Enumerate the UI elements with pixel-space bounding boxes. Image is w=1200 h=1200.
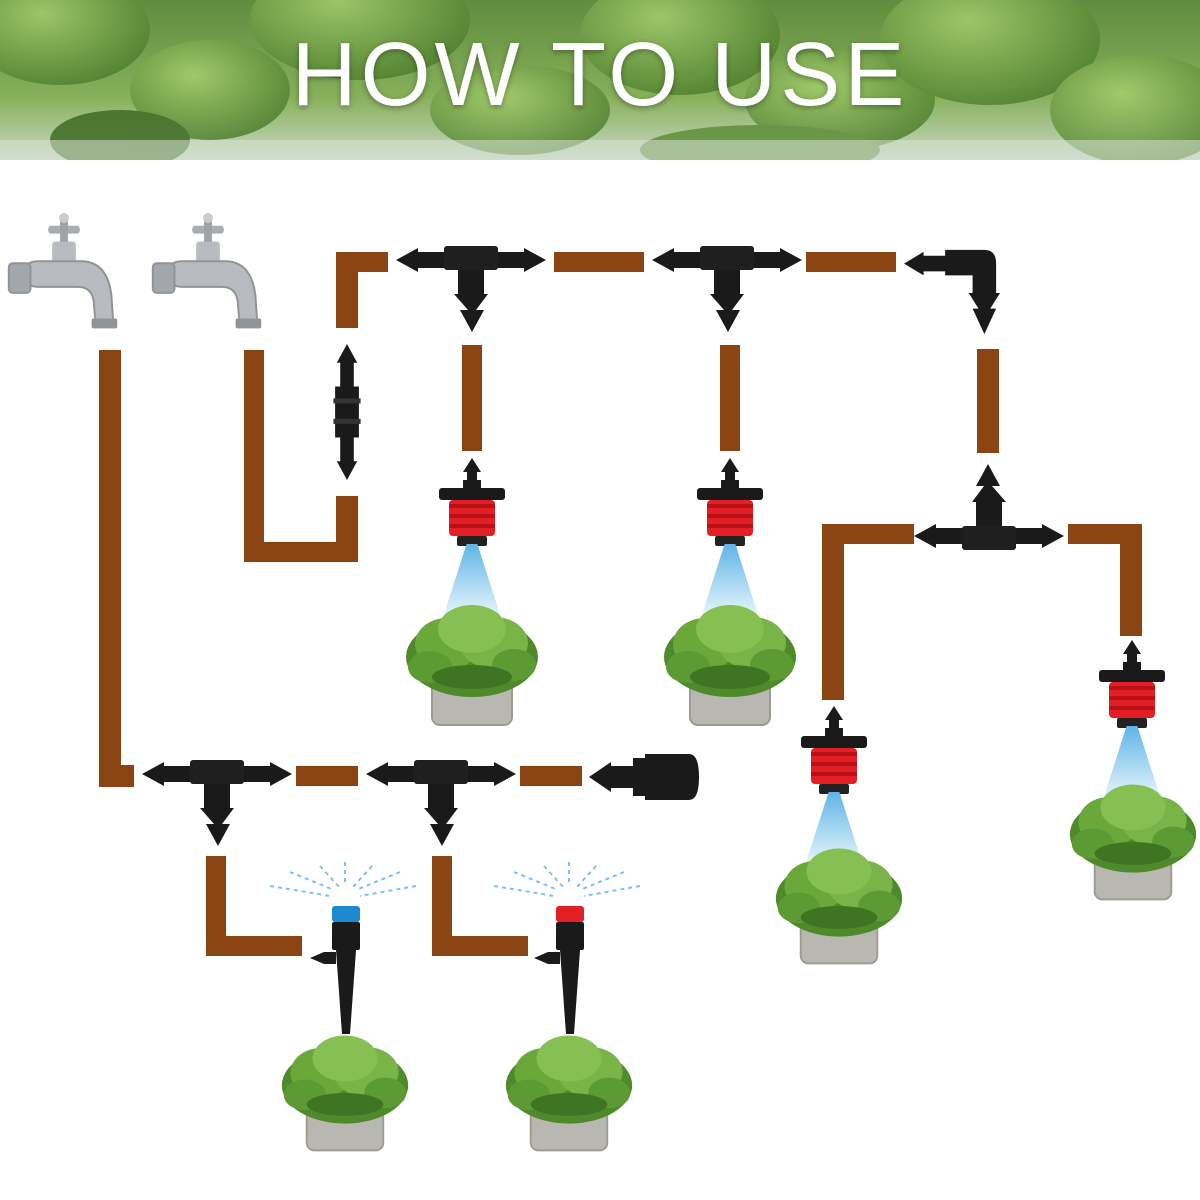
tube-top-mid2 — [806, 252, 896, 272]
tube-drop1 — [462, 345, 482, 451]
page-title: HOW TO USE — [291, 25, 909, 125]
tube-bottom-right — [520, 766, 582, 786]
straight-coupler-icon — [333, 344, 361, 480]
elbow-connector-icon — [904, 249, 1001, 335]
adjustable-dripper-icon — [1099, 640, 1165, 728]
water-spray — [444, 544, 500, 615]
potted-plant-icon — [774, 847, 904, 965]
tube-branch2-vertical — [432, 856, 452, 956]
faucet-icon — [7, 212, 119, 330]
tube-faucet2-horizontal — [244, 542, 358, 562]
tube-faucet1-to-tee — [99, 765, 134, 787]
tube-top-mid1 — [554, 252, 644, 272]
tube-faucet2-up — [336, 496, 358, 562]
tee-connector-icon — [652, 246, 802, 332]
potted-plant-icon — [1068, 783, 1198, 901]
tube-branch1-horizontal — [206, 936, 302, 956]
end-plug-icon — [589, 754, 699, 800]
potted-plant-icon — [280, 1034, 410, 1152]
potted-plant-icon — [662, 603, 798, 727]
tube-branch2-horizontal — [432, 936, 528, 956]
tubes — [99, 252, 1142, 956]
irrigation-diagram — [7, 212, 1198, 1152]
adjustable-dripper-icon — [697, 458, 763, 546]
tube-top-left-horizontal — [336, 252, 388, 272]
tube-right-branch-left-v — [822, 524, 844, 700]
tube-right-branch-right-v — [1120, 524, 1142, 636]
tube-faucet2-vertical — [244, 350, 264, 562]
spray-pattern — [269, 862, 641, 897]
tee-connector-icon — [366, 760, 516, 846]
tube-right-branch-left-h — [822, 524, 914, 544]
tee-connector-icon — [142, 760, 292, 846]
tee-connector-icon — [914, 464, 1064, 550]
tube-bottom-mid — [296, 766, 358, 786]
tube-drop3 — [977, 349, 999, 453]
potted-plant-icon — [504, 1034, 634, 1152]
header-banner: HOW TO USE — [0, 0, 1200, 160]
sprinkler-stake-icon — [310, 906, 360, 1034]
tube-drop2 — [720, 345, 740, 451]
water-spray — [702, 544, 758, 615]
potted-plant-icon — [404, 603, 540, 727]
sprinkler-stake-icon — [534, 906, 584, 1034]
leaf-background-image — [0, 0, 1200, 160]
tube-faucet1-vertical — [99, 350, 121, 785]
adjustable-dripper-icon — [801, 706, 867, 794]
tee-connector-icon — [396, 246, 546, 332]
adjustable-dripper-icon — [439, 458, 505, 546]
faucet-icon — [151, 212, 263, 330]
tube-branch1-vertical — [206, 856, 226, 956]
